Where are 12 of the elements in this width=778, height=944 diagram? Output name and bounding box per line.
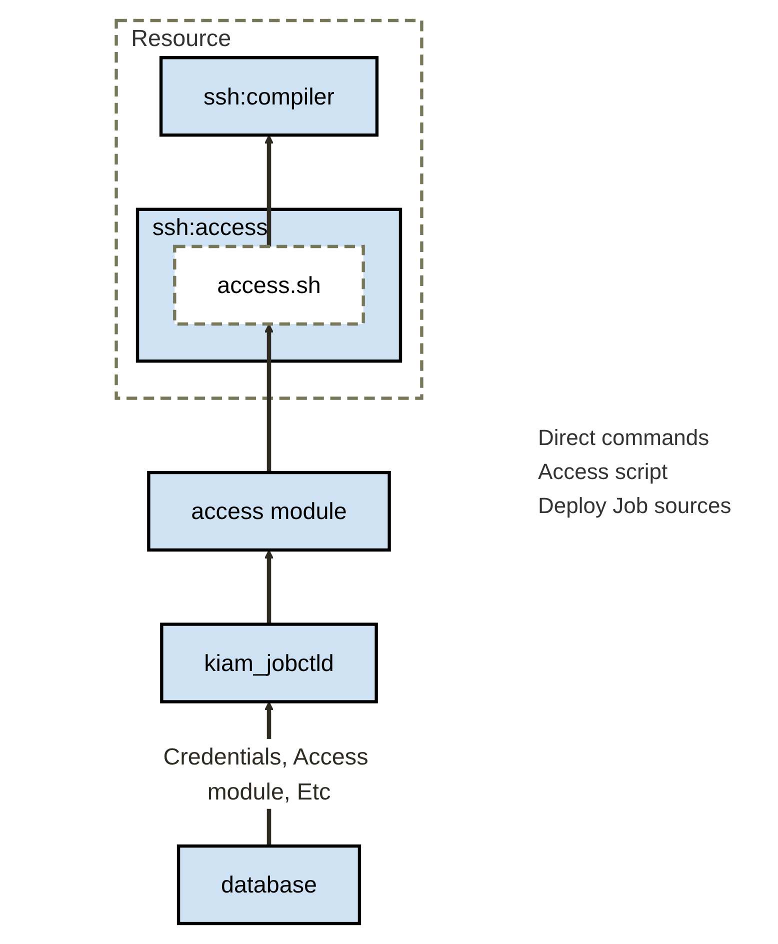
arrow — [264, 324, 274, 473]
arrow — [264, 134, 274, 246]
arrow — [264, 550, 274, 624]
node-box: ssh:compiler — [159, 56, 379, 137]
note-text: Deploy Job sources — [538, 493, 732, 519]
edge-label: Credentials, Access module, Etc — [163, 743, 368, 805]
note-text: Direct commands — [538, 425, 710, 451]
node-box: access.sh — [173, 244, 365, 326]
node-box: database — [176, 844, 362, 926]
note-text: Access script — [538, 459, 669, 485]
node-box: kiam_jobctld — [160, 622, 378, 704]
node-box: access module — [147, 470, 391, 552]
